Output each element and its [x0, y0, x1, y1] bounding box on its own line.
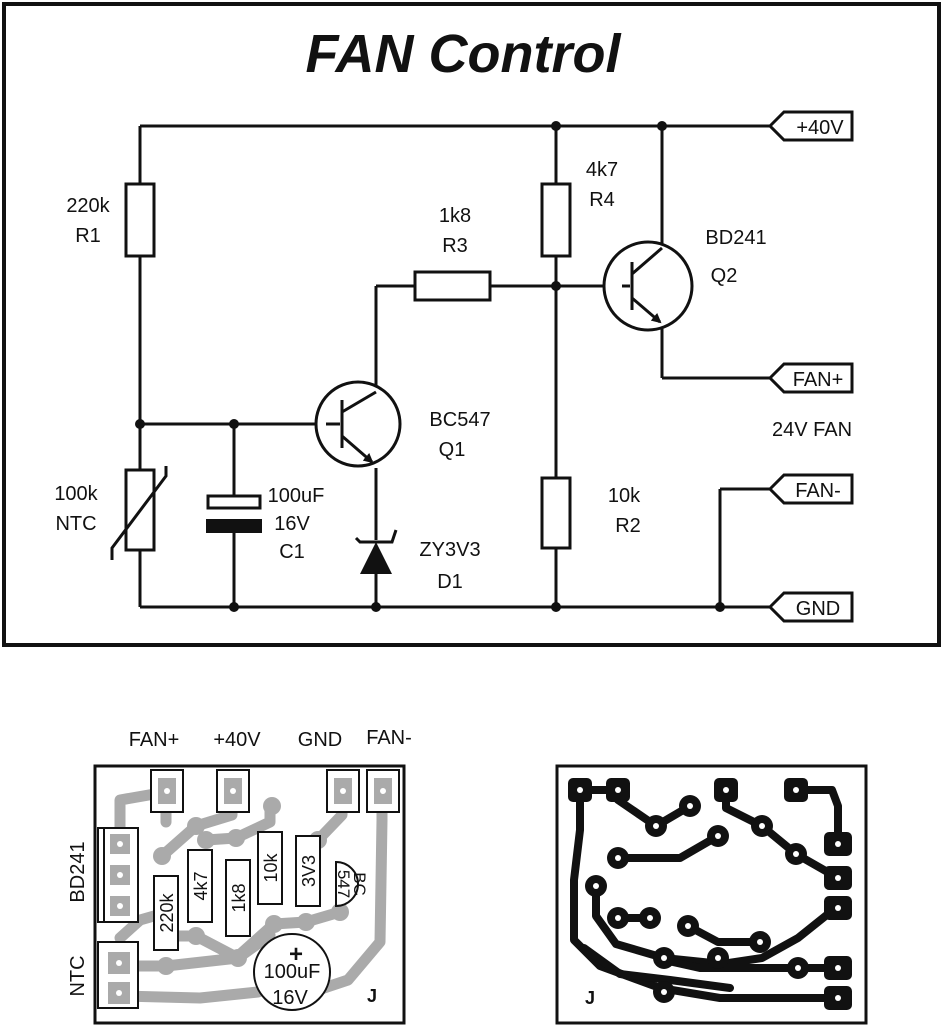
- zener-diode-d1: [354, 529, 398, 574]
- pcb-component-jumper-label: J: [367, 986, 377, 1006]
- capacitor-c1: [206, 494, 262, 533]
- c1-ref: C1: [279, 541, 305, 563]
- q1-ref: Q1: [439, 439, 466, 461]
- r1-value: 220k: [66, 195, 110, 217]
- ntc-value: 100k: [54, 483, 98, 505]
- r1-ref: R1: [75, 225, 101, 247]
- pcb-part-q1-line2: 547: [334, 870, 353, 898]
- pcb-label-plus40: +40V: [213, 729, 261, 751]
- pcb-copper-jumper-label: J: [585, 988, 595, 1008]
- pcb-part-r4: 4k7: [191, 871, 211, 900]
- pcb-part-r3: 1k8: [229, 883, 249, 912]
- r2-value: 10k: [608, 485, 641, 507]
- connector-gnd: GND: [767, 591, 854, 623]
- connector-fan-plus: FAN+: [767, 362, 854, 394]
- r2-ref: R2: [615, 515, 641, 537]
- resistor-r2: [540, 476, 572, 550]
- resistor-r1: [124, 182, 156, 258]
- r3-value: 1k8: [439, 205, 471, 227]
- connector-fan-plus-label: FAN+: [793, 369, 844, 391]
- d1-ref: D1: [437, 571, 463, 593]
- r4-value: 4k7: [586, 159, 618, 181]
- pcb-component-side: [93, 764, 406, 1025]
- transistor-q2: [602, 240, 694, 332]
- transistor-q1: [314, 380, 402, 468]
- fan-note: 24V FAN: [772, 419, 852, 441]
- pcb-copper-side: [555, 764, 868, 1025]
- q2-part: BD241: [705, 227, 766, 249]
- pcb-part-c1-voltage: 16V: [272, 987, 308, 1009]
- c1-voltage: 16V: [274, 513, 310, 535]
- pcb-label-fan-minus: FAN-: [366, 727, 412, 749]
- schematic-frame: [2, 2, 941, 647]
- ntc-ref: NTC: [55, 513, 96, 535]
- resistor-r4: [540, 182, 572, 258]
- q2-ref: Q2: [711, 265, 738, 287]
- c1-value: 100uF: [268, 485, 325, 507]
- pcb-part-c1-value: 100uF: [264, 961, 321, 983]
- pcb-part-q1-line1: BC: [350, 872, 369, 896]
- q1-part: BC547: [429, 409, 490, 431]
- pcb-part-d1: 3V3: [299, 855, 319, 887]
- connector-gnd-label: GND: [796, 598, 840, 620]
- pcb-part-r2: 10k: [261, 852, 281, 882]
- page-title: FAN Control: [306, 24, 622, 84]
- r4-ref: R4: [589, 189, 615, 211]
- connector-fan-minus-label: FAN-: [795, 480, 841, 502]
- resistor-r3: [413, 270, 492, 302]
- pcb-label-ntc: NTC: [67, 955, 89, 996]
- schematic-wires: [138, 124, 770, 609]
- connector-plus40-label: +40V: [796, 117, 844, 139]
- connector-plus40: +40V: [767, 110, 854, 142]
- r3-ref: R3: [442, 235, 468, 257]
- d1-part: ZY3V3: [419, 539, 480, 561]
- pcb-part-r1: 220k: [157, 892, 177, 932]
- junction-dots: [135, 121, 725, 612]
- pcb-label-fan-plus: FAN+: [129, 729, 180, 751]
- pcb-label-gnd: GND: [298, 729, 342, 751]
- connector-fan-minus: FAN-: [767, 473, 854, 505]
- pcb-label-bd241: BD241: [67, 841, 89, 902]
- pcb-part-c1-plus: +: [289, 941, 303, 968]
- thermistor-ntc: [110, 466, 168, 560]
